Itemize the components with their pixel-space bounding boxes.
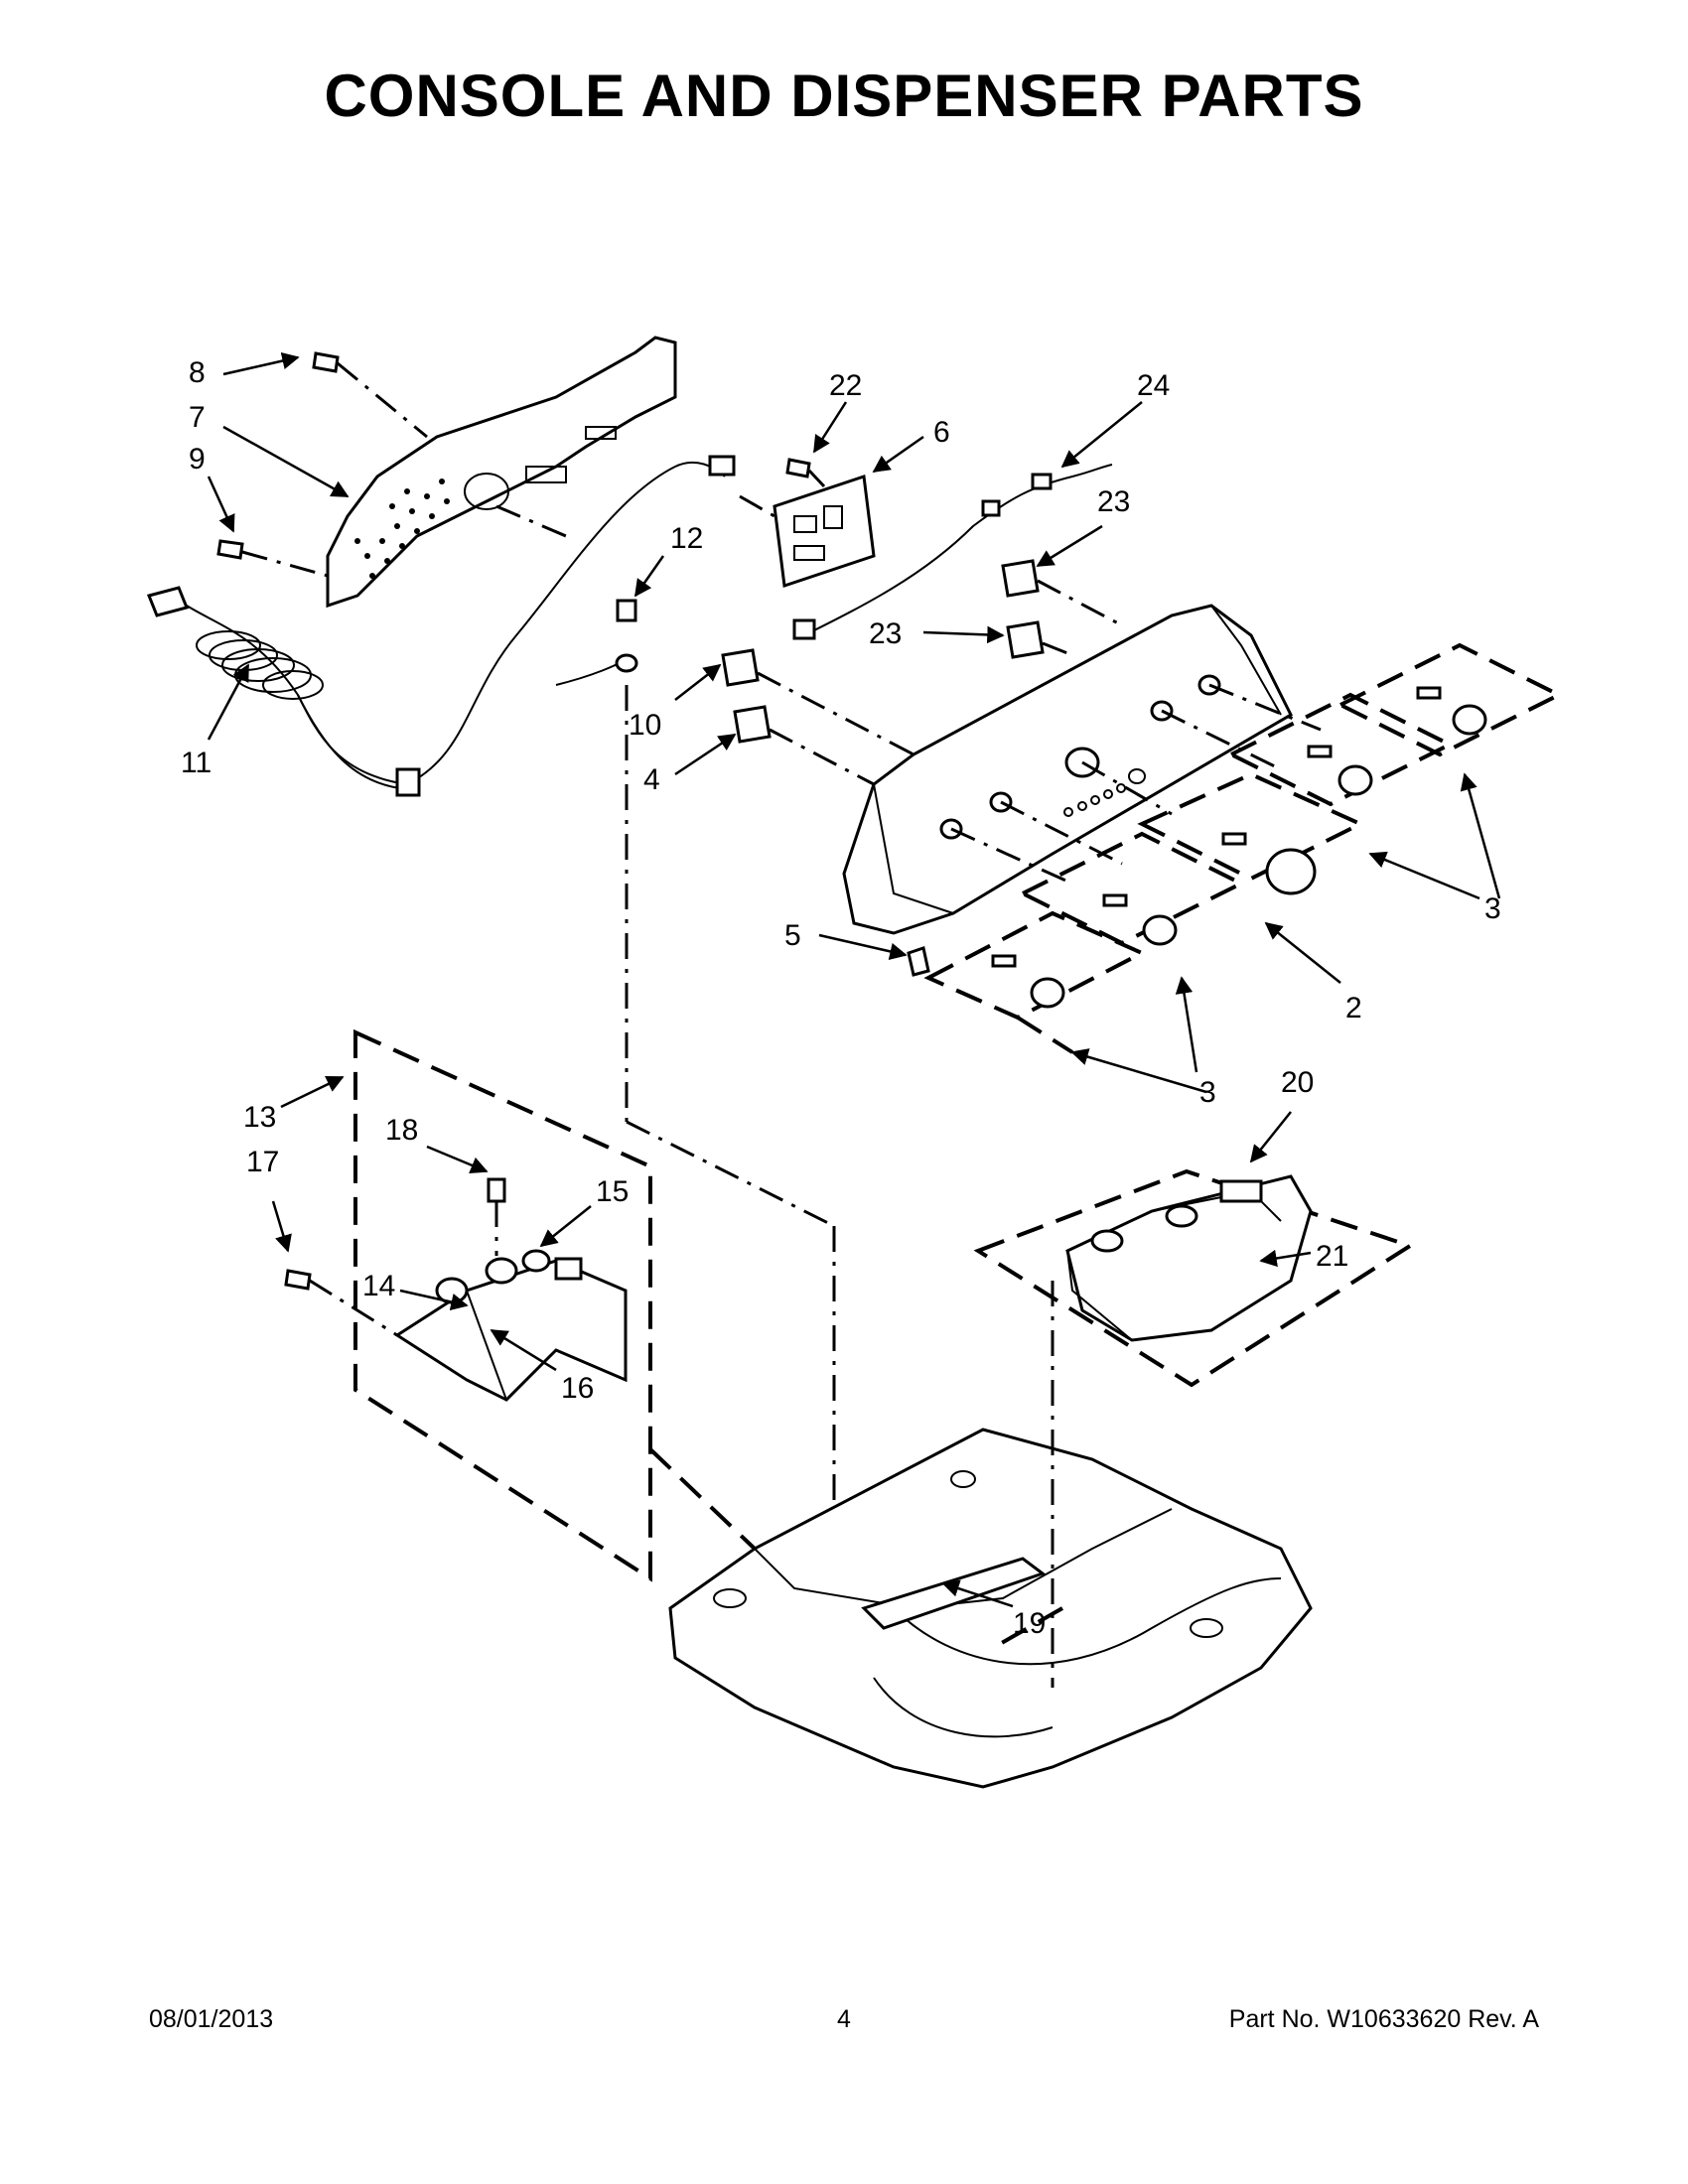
callout-labels: 8 7 9 11 12 22 6 24 23 23 10 4 5 3 3 2 1… xyxy=(181,356,1501,1640)
ground-screw-12 xyxy=(615,599,836,1578)
callout-15: 15 xyxy=(596,1175,629,1208)
dispenser-group xyxy=(973,1168,1415,1388)
console-rear-panel xyxy=(326,336,677,609)
screw-17 xyxy=(284,1269,398,1337)
water-valve-group xyxy=(353,1028,652,1582)
callout-3-bottom: 3 xyxy=(1199,1076,1216,1109)
callout-20: 20 xyxy=(1281,1066,1314,1099)
callout-14: 14 xyxy=(362,1270,395,1302)
top-cover xyxy=(668,1428,1313,1789)
knob-group-upper-right xyxy=(1336,642,1564,757)
footer-date: 08/01/2013 xyxy=(149,2005,274,2033)
callout-6: 6 xyxy=(933,416,950,449)
footer-page-number: 4 xyxy=(837,2005,851,2033)
callout-7: 7 xyxy=(189,401,206,434)
callout-4: 4 xyxy=(643,763,660,796)
screw-8 xyxy=(312,351,428,439)
screw-22 xyxy=(785,458,826,488)
callout-3-right: 3 xyxy=(1484,892,1501,925)
knob-group-lower-left xyxy=(923,910,1147,1054)
callout-13: 13 xyxy=(243,1101,276,1134)
callout-12: 12 xyxy=(670,522,703,555)
switch-10 xyxy=(721,648,914,756)
callout-17: 17 xyxy=(246,1146,279,1178)
control-board xyxy=(739,474,876,589)
callout-19: 19 xyxy=(1013,1607,1046,1640)
knob-group-center xyxy=(1137,771,1365,895)
callout-2: 2 xyxy=(1345,992,1362,1024)
callout-23-lower: 23 xyxy=(869,617,902,650)
callout-10: 10 xyxy=(629,709,661,742)
footer-part-number: Part No. W10633620 Rev. A xyxy=(1228,2005,1539,2033)
knob-group-upper-middle xyxy=(1226,692,1455,807)
callout-9: 9 xyxy=(189,443,206,476)
callout-leaders xyxy=(207,351,1501,1608)
console-bracket-5 xyxy=(907,946,930,977)
screw-18 xyxy=(487,1177,506,1256)
switch-23-upper xyxy=(1001,559,1123,627)
wire-harness-24 xyxy=(792,464,1113,640)
callout-18: 18 xyxy=(385,1114,418,1147)
callout-23-upper: 23 xyxy=(1097,485,1130,518)
callout-21: 21 xyxy=(1316,1240,1348,1273)
callout-22: 22 xyxy=(829,369,862,402)
knob-group-lower-middle xyxy=(1018,831,1246,946)
callout-24: 24 xyxy=(1137,369,1170,402)
console-housing xyxy=(842,604,1293,935)
switch-4 xyxy=(733,705,875,786)
callout-16: 16 xyxy=(561,1372,594,1405)
page-title: CONSOLE AND DISPENSER PARTS xyxy=(324,63,1364,129)
switch-23-lower xyxy=(1006,620,1073,659)
callout-11: 11 xyxy=(181,747,211,779)
callout-8: 8 xyxy=(189,356,206,389)
callout-5: 5 xyxy=(784,919,801,952)
screw-9 xyxy=(216,539,329,578)
